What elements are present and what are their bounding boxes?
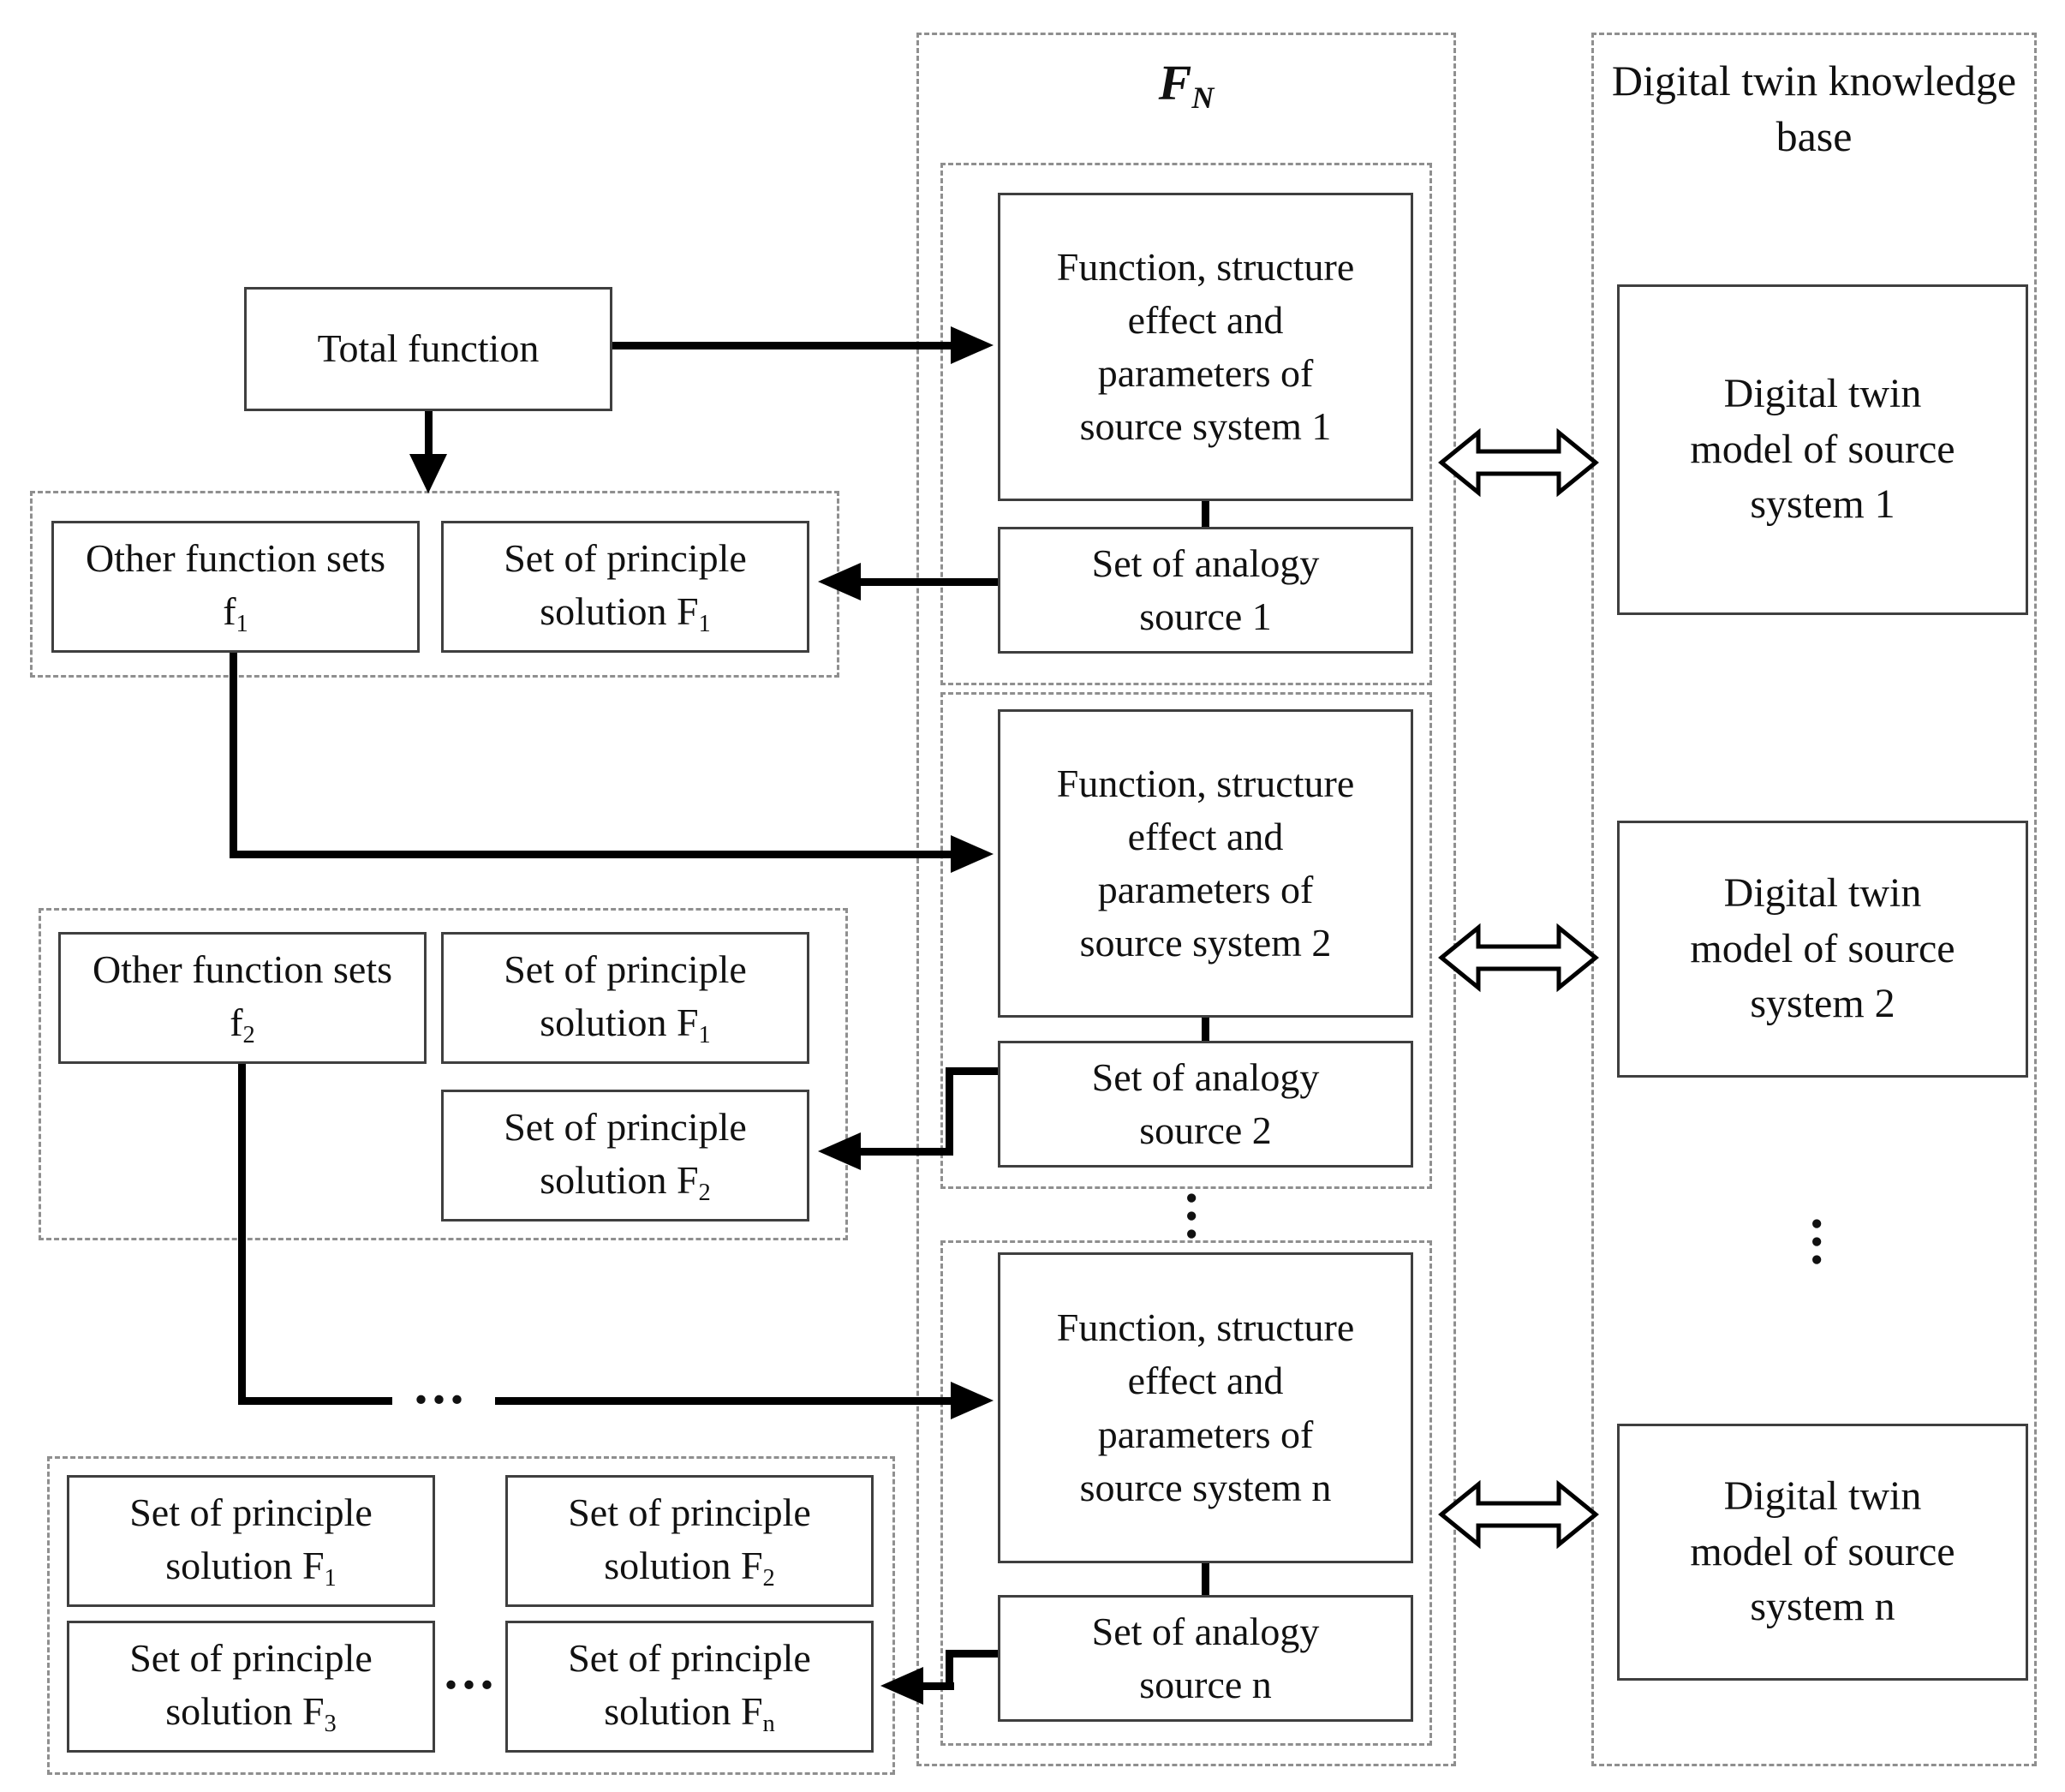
source-group-2 — [940, 692, 1432, 1189]
double-arrow-system2-icon — [1438, 923, 1599, 993]
arrow-analogyn-to-principlen-head-icon — [880, 1667, 923, 1705]
analogy-source-n-box: Set of analogy source n — [998, 1595, 1413, 1722]
arrow-analogyn-to-principlen-hline-a — [946, 1650, 998, 1658]
analogy-source-2-box: Set of analogy source 2 — [998, 1041, 1413, 1168]
arrow-f1-to-system2-hline — [230, 851, 953, 858]
digital-twin-model-1-box: Digital twin model of source system 1 — [1617, 284, 2028, 615]
analogy-source-1-box: Set of analogy source 1 — [998, 527, 1413, 654]
function-source-system-n-box: Function, structure effect and parameter… — [998, 1252, 1413, 1563]
fn-column-title: FN — [1158, 55, 1215, 116]
arrow-analogy2-to-principle2-hline-a — [946, 1067, 998, 1075]
arrow-total-to-group1-head-icon — [409, 454, 447, 493]
arrow-f2-to-systemn-hline-a — [238, 1397, 392, 1405]
knowledge-base-container — [1591, 33, 2037, 1766]
source-group-1 — [940, 163, 1432, 685]
other-function-sets-1-box: Other function sets f1 — [51, 521, 420, 653]
source-group-n — [940, 1240, 1432, 1746]
principle-solution-f1-group2-box: Set of principle solution F1 — [441, 932, 809, 1064]
arrow-analogyn-to-principlen-vline — [946, 1650, 953, 1690]
path-ellipsis: ... — [414, 1354, 469, 1415]
connector-system1-analogy1 — [1202, 501, 1209, 529]
digital-twin-model-n-box: Digital twin model of source system n — [1617, 1424, 2028, 1681]
arrow-analogy1-to-principle1-line — [859, 578, 998, 586]
arrow-total-to-system1-head-icon — [951, 326, 994, 364]
principle-solution-fn-group3-box: Set of principle solution Fn — [505, 1621, 874, 1753]
arrow-total-to-system1-line — [612, 342, 955, 349]
principle-solution-f2-group2-box: Set of principle solution F2 — [441, 1090, 809, 1222]
arrow-f1-to-system2-head-icon — [951, 835, 994, 873]
connector-system2-analogy2 — [1202, 1015, 1209, 1043]
fn-container — [916, 33, 1456, 1766]
arrow-f2-to-systemn-head-icon — [951, 1382, 994, 1419]
group3-ellipsis: ... — [444, 1640, 498, 1700]
arrow-f1-to-system2-vline — [230, 653, 237, 858]
function-source-system-1-box: Function, structure effect and parameter… — [998, 193, 1413, 501]
digital-twin-model-2-box: Digital twin model of source system 2 — [1617, 821, 2028, 1078]
connector-systemn-analogyn — [1202, 1561, 1209, 1598]
arrow-f2-to-systemn-hline-b — [495, 1397, 953, 1405]
arrow-analogyn-to-principlen-hline-b — [920, 1682, 954, 1690]
arrow-analogy2-to-principle2-hline-b — [859, 1148, 953, 1156]
middle-column-dots: ... — [1176, 1191, 1237, 1245]
principle-solution-f1-group1-box: Set of principle solution F1 — [441, 521, 809, 653]
other-function-sets-2-box: Other function sets f2 — [58, 932, 427, 1064]
left-group-3 — [47, 1456, 895, 1775]
arrow-total-to-group1-line — [425, 411, 433, 458]
principle-solution-f3-group3-box: Set of principle solution F3 — [67, 1621, 435, 1753]
arrow-analogy1-to-principle1-head-icon — [818, 563, 861, 600]
arrow-analogy2-to-principle2-vline — [946, 1067, 953, 1156]
right-column-dots: ... — [1801, 1216, 1862, 1271]
left-group-2 — [39, 908, 848, 1240]
double-arrow-system1-icon — [1438, 427, 1599, 498]
arrow-f2-to-systemn-vline — [238, 1064, 246, 1405]
function-source-system-2-box: Function, structure effect and parameter… — [998, 709, 1413, 1018]
total-function-box: Total function — [244, 287, 612, 411]
principle-solution-f2-group3-box: Set of principle solution F2 — [505, 1475, 874, 1607]
principle-solution-f1-group3-box: Set of principle solution F1 — [67, 1475, 435, 1607]
double-arrow-systemn-icon — [1438, 1479, 1599, 1550]
knowledge-base-title: Digital twin knowledge base — [1611, 57, 2017, 160]
arrow-analogy2-to-principle2-head-icon — [818, 1132, 861, 1170]
